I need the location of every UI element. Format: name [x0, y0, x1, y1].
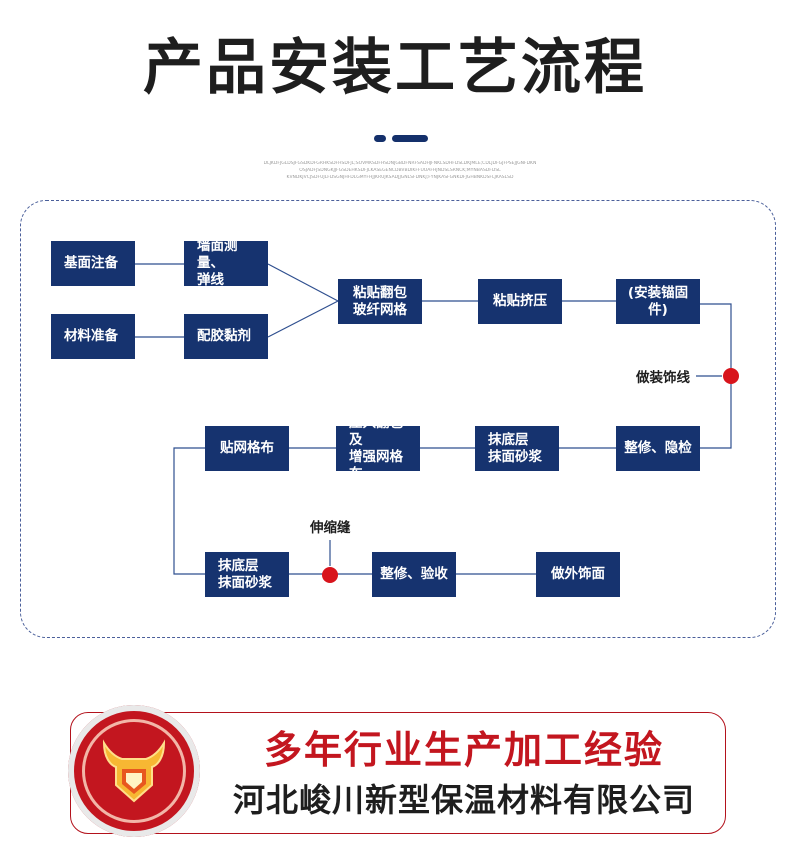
bull-shield-logo-icon	[102, 739, 166, 803]
step-base-prep: 基面注备	[51, 241, 135, 286]
filler-text-line-3: KVNDKJVCJSDFUJLFDSGNJHFDLGMYFHJJKRUJKSAD…	[286, 175, 514, 180]
step-press-mesh: 压入翻包及 增强网格布	[336, 415, 420, 482]
step-repair-inspect: 整修、隐检	[616, 426, 700, 471]
slogan: 多年行业生产加工经验	[263, 728, 664, 772]
page-title: 产品安装工艺流程	[143, 33, 647, 103]
flow-frame	[20, 200, 776, 638]
step-repair-accept: 整修、验收	[372, 552, 456, 597]
trim-marker	[723, 368, 739, 384]
step-apply-mesh: 贴网格布	[205, 426, 289, 471]
step-wall-measure: 墙面测量、 弹线	[184, 238, 268, 288]
step-material-prep: 材料准备	[51, 314, 135, 359]
step-base-mortar-2: 抹底层 抹面砂浆	[205, 552, 289, 597]
step-install-anchors: (安装锚固件)	[616, 279, 700, 324]
step-paste-press: 粘贴挤压	[478, 279, 562, 324]
label-joint: 伸缩缝	[310, 520, 351, 536]
label-trim: 做装饰线	[636, 370, 690, 386]
filler-text-line-2: OSJADFJSDNGKJJFGSDEHKSDFJLKASEGENCDBVBDI…	[299, 168, 501, 173]
step-mix-adhesive: 配胶黏剂	[184, 314, 268, 359]
title-decoration-dot	[374, 135, 386, 142]
step-paste-mesh: 粘贴翻包 玻纤网格	[338, 279, 422, 324]
step-base-mortar-1: 抹底层 抹面砂浆	[475, 426, 559, 471]
title-decoration-bar	[392, 135, 428, 142]
joint-marker	[322, 567, 338, 583]
company-name: 河北峻川新型保温材料有限公司	[232, 781, 695, 819]
step-exterior-finish: 做外饰面	[536, 552, 620, 597]
filler-text-line-1: DLJKDFJGLDSJFGSDKDFGRHKSDFHSDFJL;SOVMKSD…	[263, 161, 537, 166]
